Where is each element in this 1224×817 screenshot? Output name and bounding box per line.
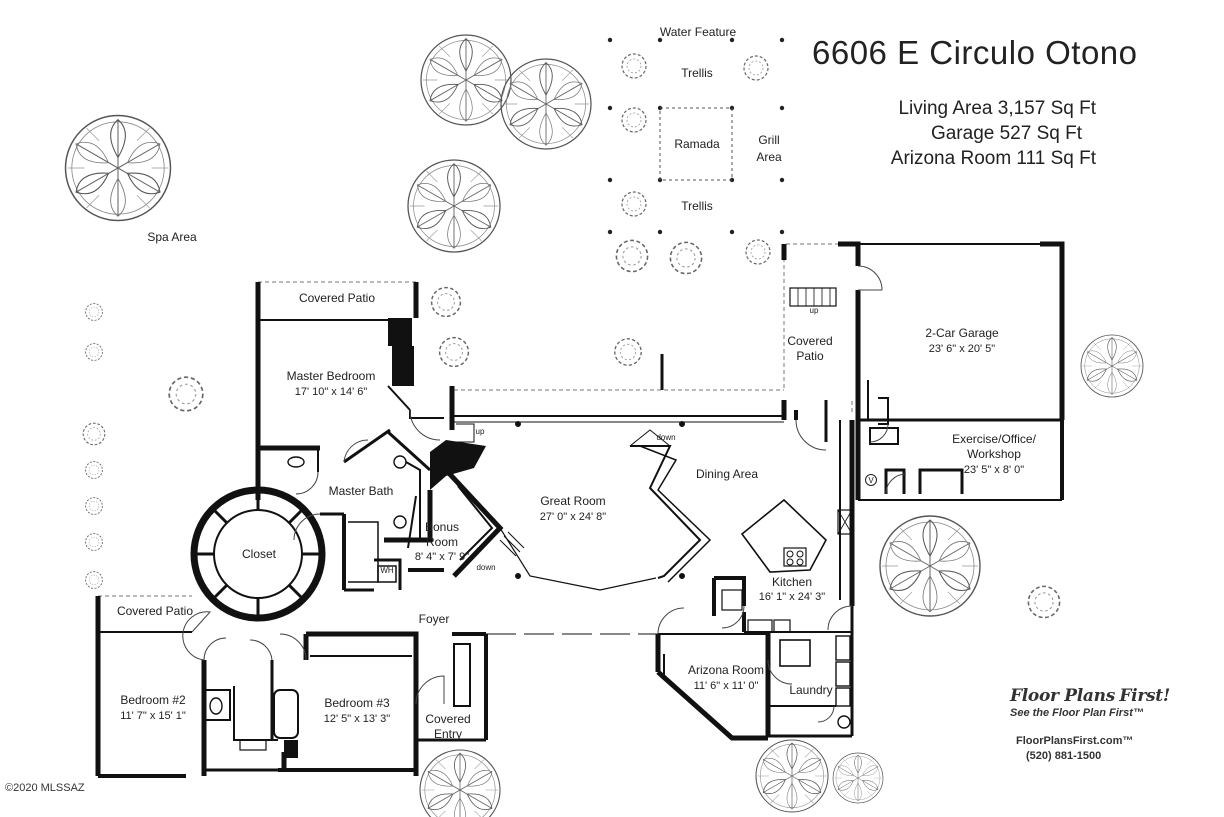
floor-plans-first-logo: Floor Plans First! See the Floor Plan Fi…: [1010, 686, 1170, 762]
logo-url-tm: ™: [1122, 735, 1134, 747]
kitchen-dims: 16' 1" x 24' 3": [759, 591, 826, 603]
garage-area-text: Garage 527 Sq Ft: [930, 123, 1082, 144]
kitchen-name: Kitchen: [772, 575, 812, 589]
arizona-room-area-text: Arizona Room 111 Sq Ft: [890, 148, 1096, 169]
bedroom2-dims: 11' 7" x 15' 1": [120, 710, 186, 722]
logo-url: FloorPlansFirst.com™: [1016, 735, 1170, 747]
grill-label-2: Area: [756, 150, 782, 164]
water-feature-label: Water Feature: [660, 25, 737, 39]
arizona-room-dims: 11' 6" x 11' 0": [694, 680, 759, 692]
trellis-south-label: Trellis: [681, 199, 713, 213]
bonus-stairs-down-label: down: [476, 563, 495, 572]
bedroom3-dims: 12' 5" x 13' 3": [324, 713, 391, 725]
exercise-dims: 23' 5" x 8' 0": [964, 464, 1024, 476]
foyer-label: Foyer: [419, 612, 450, 626]
covered-entry-label-1: Covered: [425, 712, 470, 726]
closet-label: Closet: [242, 547, 277, 561]
logo-brand-text: Floor Plans: [1010, 686, 1115, 706]
walls: [95, 241, 1065, 778]
great-room-name: Great Room: [540, 494, 605, 508]
exercise-name-2: Workshop: [967, 447, 1021, 461]
bonus-room-dims: 8' 4" x 7' 9": [415, 551, 469, 563]
logo-tagline-text: See the Floor Plan First: [1010, 707, 1133, 719]
copyright-notice: ©2020 MLSSAZ: [5, 782, 85, 794]
door-swings: [182, 265, 907, 723]
covered-patio-bedroom2-label: Covered Patio: [117, 604, 193, 618]
logo-brand-accent: First!: [1119, 686, 1170, 706]
logo-phone: (520) 881-1500: [1026, 750, 1102, 762]
trellis-posts: [607, 37, 785, 235]
spa-area-label: Spa Area: [147, 230, 197, 244]
laundry-label: Laundry: [789, 683, 832, 697]
logo-brand: Floor Plans First!: [1010, 686, 1170, 706]
covered-patio-garage-label-1: Covered: [787, 334, 832, 348]
master-bedroom-name: Master Bedroom: [287, 369, 376, 383]
great-room-stairs-down-label: down: [656, 433, 675, 442]
covered-entry-label-2: Entry: [434, 727, 462, 741]
property-address-title: 6606 E Circulo Otono: [812, 34, 1138, 71]
exercise-name-1: Exercise/Office/: [952, 432, 1036, 446]
plan-labels: Water Feature Trellis Ramada Grill Area …: [117, 25, 1037, 741]
logo-tagline: See the Floor Plan First™: [1010, 707, 1170, 719]
arizona-room-name: Arizona Room: [688, 663, 764, 677]
covered-patio-garage-label-2: Patio: [796, 349, 824, 363]
garage-stairs-up-label: up: [810, 306, 819, 315]
ramada-label: Ramada: [674, 137, 720, 151]
living-area-text: Living Area 3,157 Sq Ft: [898, 98, 1096, 119]
logo-tagline-tm: ™: [1132, 707, 1144, 719]
water-heater-label: WH: [380, 566, 394, 575]
bonus-room-name-1: Bonus: [425, 520, 459, 534]
dining-area-label: Dining Area: [696, 467, 758, 481]
valve-label: V: [868, 476, 874, 485]
bonus-stairs-up-label: up: [476, 427, 485, 436]
covered-patio-master-label: Covered Patio: [299, 291, 375, 305]
trellis-north-label: Trellis: [681, 66, 713, 80]
covered-patio-outlines: [98, 243, 853, 597]
garage-dims: 23' 6" x 20' 5": [929, 343, 996, 355]
great-room-dims: 27' 0" x 24' 8": [540, 511, 607, 523]
bedroom3-name: Bedroom #3: [324, 696, 390, 710]
garage-name: 2-Car Garage: [925, 326, 999, 340]
landscape-shrubs: [82, 53, 1061, 619]
master-bath-label: Master Bath: [329, 484, 394, 498]
master-bedroom-dims: 17' 10" x 14' 6": [295, 386, 368, 398]
grill-label-1: Grill: [758, 133, 779, 147]
logo-url-text: FloorPlansFirst.com: [1016, 735, 1123, 747]
bedroom2-name: Bedroom #2: [120, 693, 186, 707]
bonus-room-name-2: Room: [426, 535, 458, 549]
